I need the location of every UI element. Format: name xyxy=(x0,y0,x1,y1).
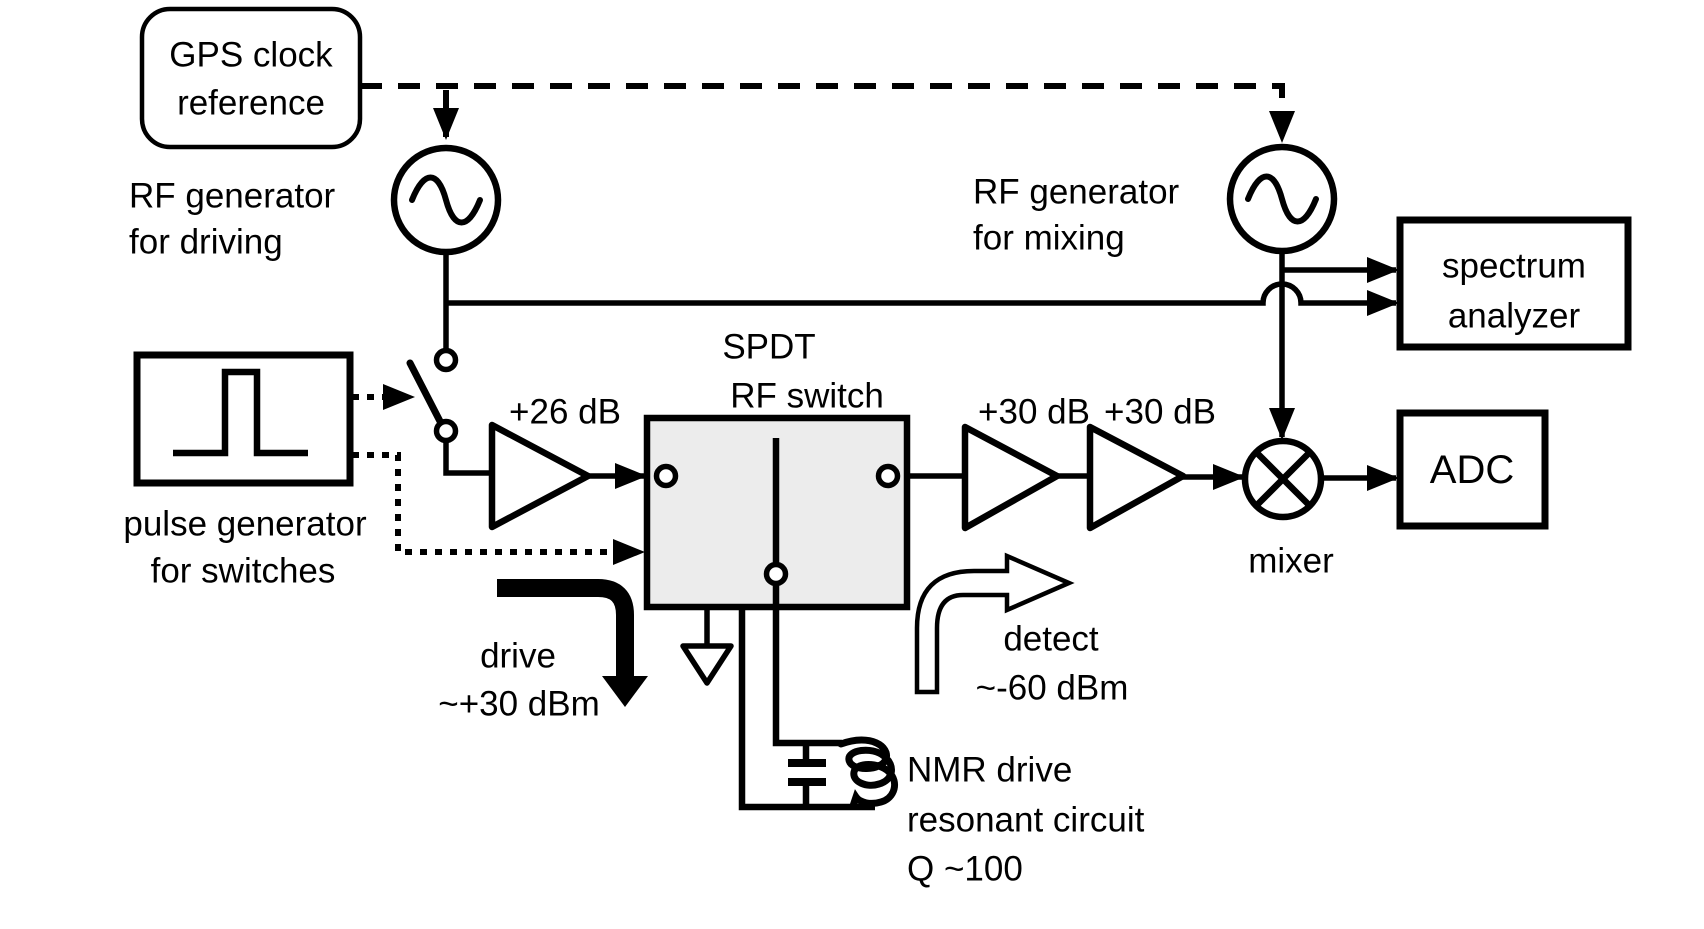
rf-driving-label-line2: for driving xyxy=(129,223,283,262)
drive-amplifier-block: +26 dB xyxy=(488,393,621,531)
adc-box-outline xyxy=(1396,409,1549,530)
gps-label-line1: GPS clock xyxy=(169,36,333,75)
amp-detect2-gain-label: +30 dB xyxy=(1104,393,1216,432)
detect-outline-arrow-icon xyxy=(914,552,1075,695)
resonant-left-leg-wire xyxy=(738,607,875,811)
rf-mixing-label-line2: for mixing xyxy=(973,219,1125,258)
sine-wave-icon xyxy=(1245,173,1319,225)
amplifier-icon xyxy=(961,423,1061,532)
resonant-top-wire xyxy=(772,584,842,747)
drive-thick-arrowhead-icon xyxy=(602,676,648,707)
wire-driving-to-spectrum-with-hop xyxy=(446,281,1399,316)
adc-label: ADC xyxy=(1430,448,1514,492)
sine-wave-icon xyxy=(409,174,483,226)
drive-note-line1: drive xyxy=(480,637,556,676)
spectrum-analyzer-label-line1: spectrum xyxy=(1442,247,1586,286)
detect-note-line1: detect xyxy=(1003,620,1099,659)
ground-symbol xyxy=(680,607,734,686)
series-rf-switch xyxy=(406,347,459,444)
pulse-generator-box-outline xyxy=(133,351,354,487)
mixer-label: mixer xyxy=(1248,542,1334,581)
spectrum-analyzer-block: spectrum analyzer xyxy=(1396,216,1632,351)
ground-icon xyxy=(680,643,734,686)
rf-generator-driving-block: RF generator for driving xyxy=(129,144,502,262)
spdt-port-bottom xyxy=(763,561,789,587)
nmr-note-line2: resonant circuit xyxy=(907,801,1145,840)
amp-detect1-gain-label: +30 dB xyxy=(978,393,1090,432)
wire-switch-to-amp1 xyxy=(443,440,492,476)
dashed-ref-line xyxy=(360,83,1295,143)
pulse-generator-block: pulse generator for switches xyxy=(123,351,367,591)
detect-power-annotation: detect ~-60 dBm xyxy=(914,552,1129,708)
detect-note-line2: ~-60 dBm xyxy=(976,669,1129,708)
nmr-note-line3: Q ~100 xyxy=(907,850,1023,889)
gps-box-outline xyxy=(139,6,363,150)
switch-contact-bottom xyxy=(433,418,459,444)
spdt-label-line1: SPDT xyxy=(722,328,815,367)
detect-amplifier2-block: +30 dB xyxy=(1086,393,1216,532)
mixer-cross-line2 xyxy=(1254,450,1312,508)
nmr-resonant-circuit: NMR drive resonant circuit Q ~100 xyxy=(738,584,1145,889)
capacitor-icon xyxy=(788,743,826,807)
drive-thick-arrow-shaft xyxy=(497,579,634,678)
switch-control-dotted-lines xyxy=(352,384,645,565)
nmr-note-line1: NMR drive xyxy=(907,751,1072,790)
rf-generator-mixing-block: RF generator for mixing xyxy=(973,143,1338,258)
detect-amplifier1-block: +30 dB xyxy=(961,393,1090,532)
signal-wires xyxy=(443,251,1399,491)
pulse-generator-label-line2: for switches xyxy=(151,552,336,591)
spdt-port-left xyxy=(653,463,679,489)
drive-note-line2: ~+30 dBm xyxy=(438,685,600,724)
spectrum-analyzer-box-outline xyxy=(1396,216,1632,351)
inductor-coil-icon xyxy=(837,736,899,810)
adc-block: ADC xyxy=(1396,409,1549,530)
spdt-port-right xyxy=(875,463,901,489)
rf-mixing-label-line1: RF generator xyxy=(973,173,1180,212)
gps-label-line2: reference xyxy=(177,84,325,123)
rf-driving-label-line1: RF generator xyxy=(129,177,336,216)
spectrum-analyzer-label-line2: analyzer xyxy=(1448,297,1581,336)
amplifier-icon xyxy=(1086,423,1187,532)
amplifier-icon xyxy=(488,421,592,531)
pulse-generator-label-line1: pulse generator xyxy=(123,505,367,544)
switch-blade-icon xyxy=(406,359,448,433)
spdt-label-line2: RF switch xyxy=(730,377,884,416)
amp-drive-gain-label: +26 dB xyxy=(509,393,621,432)
pulse-waveform-icon xyxy=(173,368,308,457)
drive-power-annotation: drive ~+30 dBm xyxy=(438,579,648,724)
switch-contact-top xyxy=(433,347,459,373)
mixer-block: mixer xyxy=(1241,437,1334,581)
gps-reference-dashed-net xyxy=(360,83,1295,143)
dotted-control-to-spdt xyxy=(352,452,645,565)
spdt-rf-switch-block: SPDT RF switch xyxy=(643,328,911,611)
gps-clock-reference-block: GPS clock reference xyxy=(139,6,363,150)
